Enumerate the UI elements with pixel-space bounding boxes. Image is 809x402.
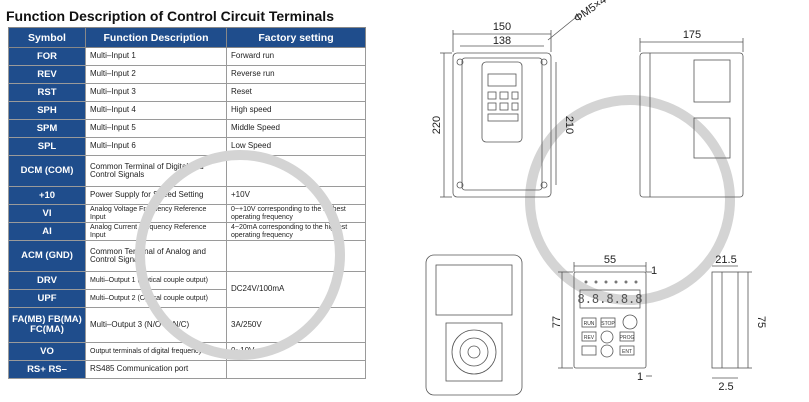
keypad-front	[573, 271, 647, 369]
terminal-table: Symbol Function Description Factory sett…	[8, 27, 366, 379]
stop-key: STOP	[601, 321, 615, 327]
table-row: DCM (COM)Common Terminal of Digital and …	[8, 155, 366, 187]
fan-grille	[445, 322, 503, 382]
back-view-body	[425, 254, 523, 396]
header-symbol: Symbol	[8, 27, 86, 48]
table-row: RS+ RS–RS485 Communication port	[8, 360, 366, 379]
dim-keypad-height: 77	[551, 316, 563, 328]
dim-keypad-side-height: 75	[755, 316, 767, 328]
watermark-circle-left	[135, 150, 345, 360]
front-view-body	[452, 52, 552, 198]
dim-front-width-outer: 150	[493, 21, 511, 33]
dim-front-width-inner: 138	[493, 35, 511, 47]
dim-keypad-top-gap: 1	[651, 265, 657, 277]
setting-cell	[226, 360, 366, 379]
dim-keypad-side-gap: 2.5	[718, 381, 733, 393]
prog-key: PROG	[620, 335, 635, 341]
header-setting: Factory setting	[226, 27, 366, 48]
page-title: Function Description of Control Circuit …	[6, 8, 334, 24]
ent-key: ENT	[622, 349, 632, 355]
dim-front-height-outer: 220	[431, 116, 443, 134]
dim-side-depth: 175	[683, 29, 701, 41]
watermark-circle-right	[525, 95, 735, 305]
symbol-cell: SPM	[8, 119, 86, 138]
symbol-cell: REV	[8, 65, 86, 84]
symbol-cell: SPL	[8, 137, 86, 156]
run-key: RUN	[584, 321, 595, 327]
symbol-cell: RST	[8, 83, 86, 102]
symbol-cell: FA(MB) FB(MA) FC(MA)	[8, 307, 86, 343]
dim-keypad-bottom-gap: 1	[637, 371, 643, 383]
dim-front-height-inner: 210	[563, 116, 575, 134]
symbol-cell: +10	[8, 186, 86, 205]
symbol-cell: SPH	[8, 101, 86, 120]
side-view-body	[639, 52, 744, 198]
keypad-display: 8.8.8.8.8	[577, 292, 642, 306]
front-keypad-outline	[481, 61, 523, 143]
header-function: Function Description	[85, 27, 227, 48]
dim-keypad-side-depth: 21.5	[715, 254, 736, 266]
dim-screw: ΦM5×4	[572, 0, 609, 25]
symbol-cell: DCM (COM)	[8, 155, 86, 187]
rev-key: REV	[584, 335, 595, 341]
keypad-side	[711, 271, 739, 369]
table-header-row: Symbol Function Description Factory sett…	[8, 27, 366, 48]
dim-keypad-width: 55	[604, 254, 616, 266]
symbol-cell: VI	[8, 204, 86, 223]
